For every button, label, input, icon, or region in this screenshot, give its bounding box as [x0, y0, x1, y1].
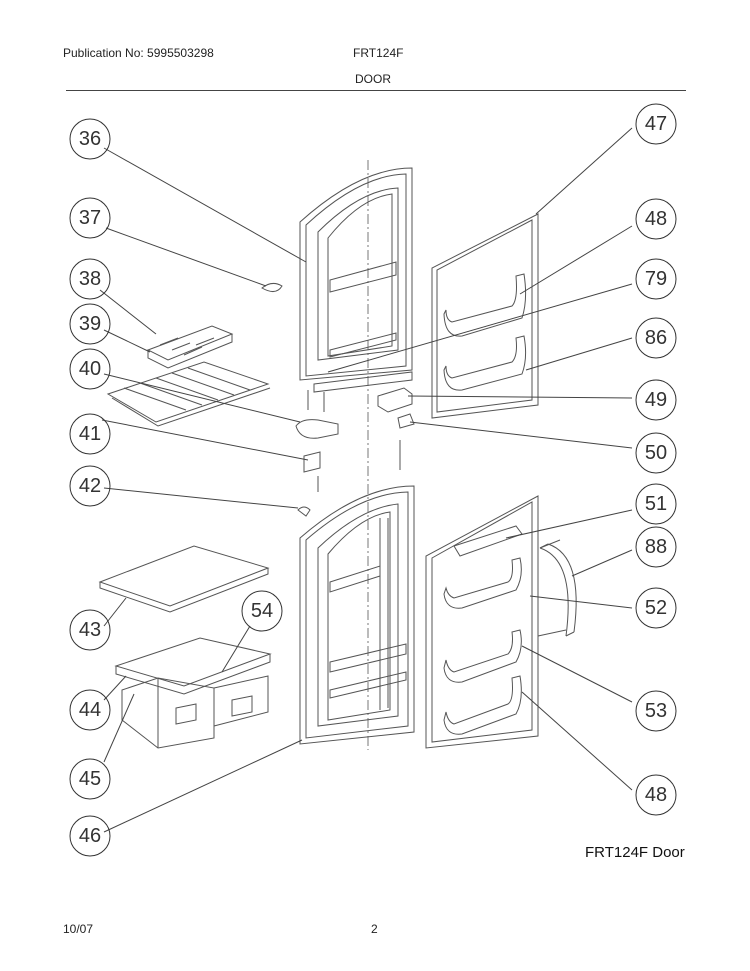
- callout-51: 51: [645, 493, 667, 515]
- callout-circles: [69, 103, 677, 857]
- callout-44: 44: [79, 699, 101, 721]
- callout-45: 45: [79, 768, 101, 790]
- callout-52: 52: [645, 597, 667, 619]
- callout-47: 47: [645, 113, 667, 135]
- callout-37: 37: [79, 207, 101, 229]
- callout-86: 86: [645, 327, 667, 349]
- diagram-caption: FRT124F Door: [585, 844, 685, 861]
- callout-53: 53: [645, 700, 667, 722]
- fresh-food-door-frame: [299, 485, 415, 745]
- freezer-shelf: [106, 361, 271, 427]
- callout-39: 39: [79, 313, 101, 335]
- leader-lines: [99, 127, 633, 833]
- callout-42: 42: [79, 475, 101, 497]
- callout-38: 38: [79, 268, 101, 290]
- section-title: DOOR: [355, 72, 391, 86]
- callout-79: 79: [645, 268, 667, 290]
- callout-50: 50: [645, 442, 667, 464]
- ice-tray: [146, 325, 234, 369]
- fresh-food-door-liner: [425, 495, 539, 749]
- hinge-parts: [261, 282, 415, 517]
- callout-49: 49: [645, 389, 667, 411]
- door-handle: [537, 539, 577, 637]
- freezer-door-frame: [299, 167, 413, 393]
- callout-36: 36: [79, 128, 101, 150]
- callout-48-lower: 48: [645, 784, 667, 806]
- model-number: FRT124F: [353, 46, 404, 60]
- callout-41: 41: [79, 423, 101, 445]
- glass-shelf: [98, 545, 270, 613]
- callout-43: 43: [79, 619, 101, 641]
- header-divider: [66, 90, 686, 91]
- callout-46: 46: [79, 825, 101, 847]
- crisper-assembly: [114, 637, 272, 749]
- freezer-door-liner: [431, 213, 539, 419]
- publication-number: Publication No: 5995503298: [63, 46, 214, 60]
- callout-88: 88: [645, 536, 667, 558]
- callout-54: 54: [251, 600, 273, 622]
- callout-40: 40: [79, 358, 101, 380]
- footer-date: 10/07: [63, 922, 94, 936]
- callout-48-upper: 48: [645, 208, 667, 230]
- page-number: 2: [371, 922, 378, 936]
